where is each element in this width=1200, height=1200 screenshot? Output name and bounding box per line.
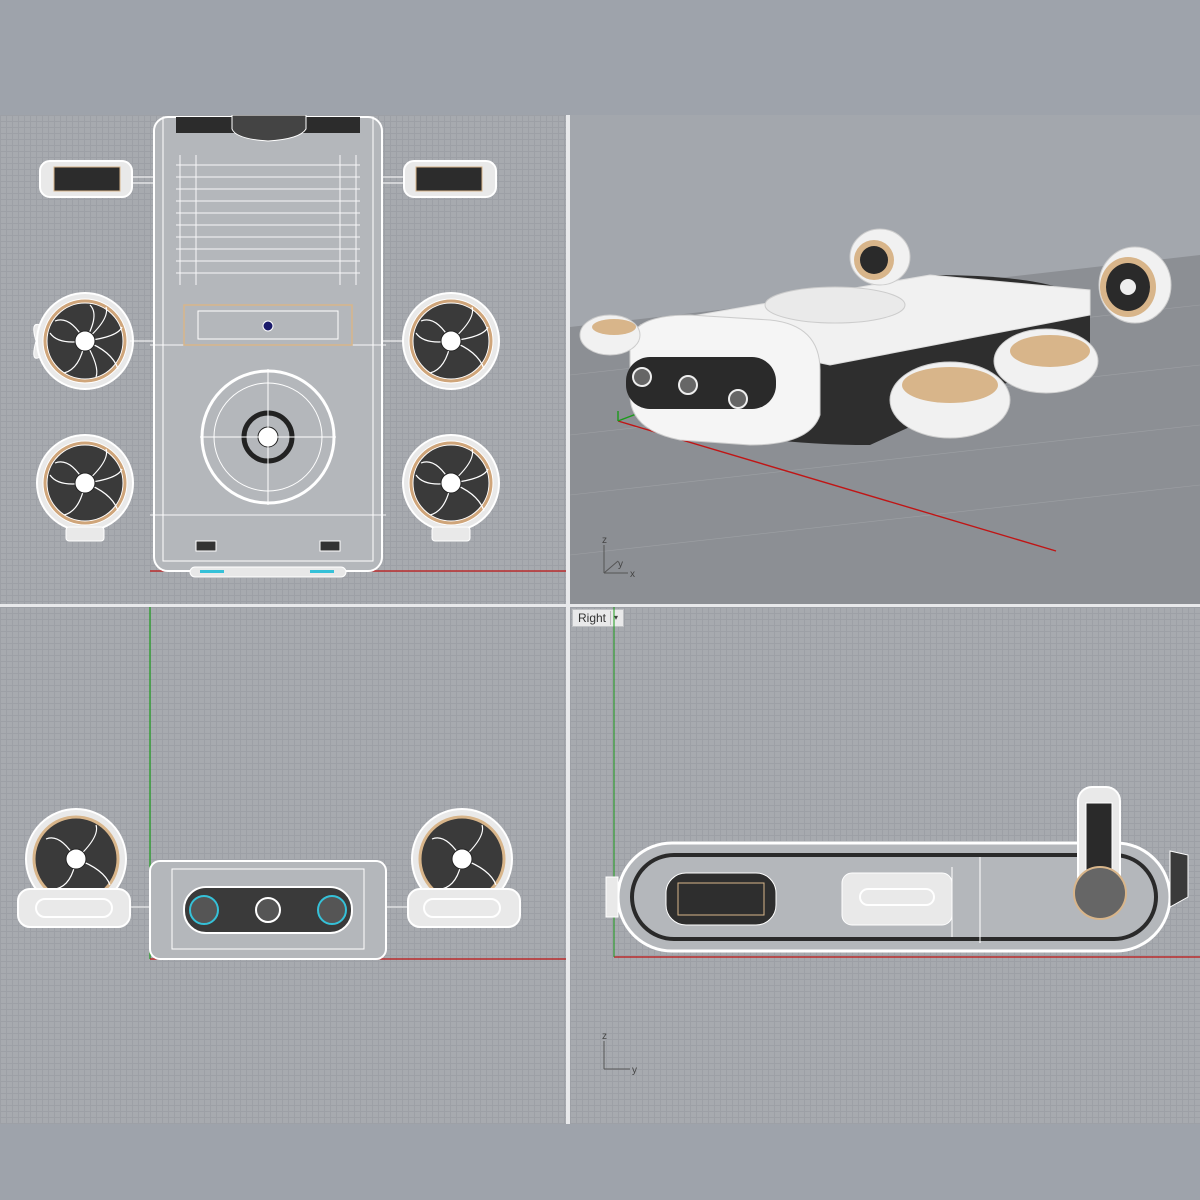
axis-label-y: y <box>618 559 623 570</box>
viewport-front[interactable] <box>0 607 566 1124</box>
fan-bottom-left <box>36 434 134 542</box>
small-pod-right <box>382 160 497 198</box>
axis-label-z: z <box>602 535 607 546</box>
dropdown-caret-icon[interactable]: ▾ <box>610 611 621 625</box>
viewport-name: Right <box>578 611 607 625</box>
axis-label-x: x <box>630 569 635 580</box>
viewport-perspective[interactable]: z y x <box>570 115 1200 604</box>
front-view-drawing <box>17 607 566 960</box>
perspective-view-drawing: z y x <box>570 228 1200 604</box>
viewport-divider-horizontal[interactable] <box>0 604 1200 607</box>
fan-front-right <box>407 808 521 928</box>
small-pod-left <box>39 160 154 198</box>
fan-front-left <box>17 808 131 928</box>
right-view-drawing: z y <box>602 607 1200 1076</box>
viewport-divider-vertical[interactable] <box>566 115 570 1124</box>
axis-label-y: y <box>632 1065 637 1076</box>
viewport-top[interactable] <box>0 115 566 604</box>
fan-top-right <box>382 292 500 390</box>
axis-widget <box>603 545 628 574</box>
axis-label-z: z <box>602 1031 607 1042</box>
viewport-label-right[interactable]: Right ▾ <box>572 609 625 627</box>
fan-top-left <box>33 292 154 390</box>
viewport-right[interactable]: Right ▾ z y <box>570 607 1200 1124</box>
fan-bottom-right <box>402 434 500 542</box>
top-view-drawing <box>33 115 566 578</box>
